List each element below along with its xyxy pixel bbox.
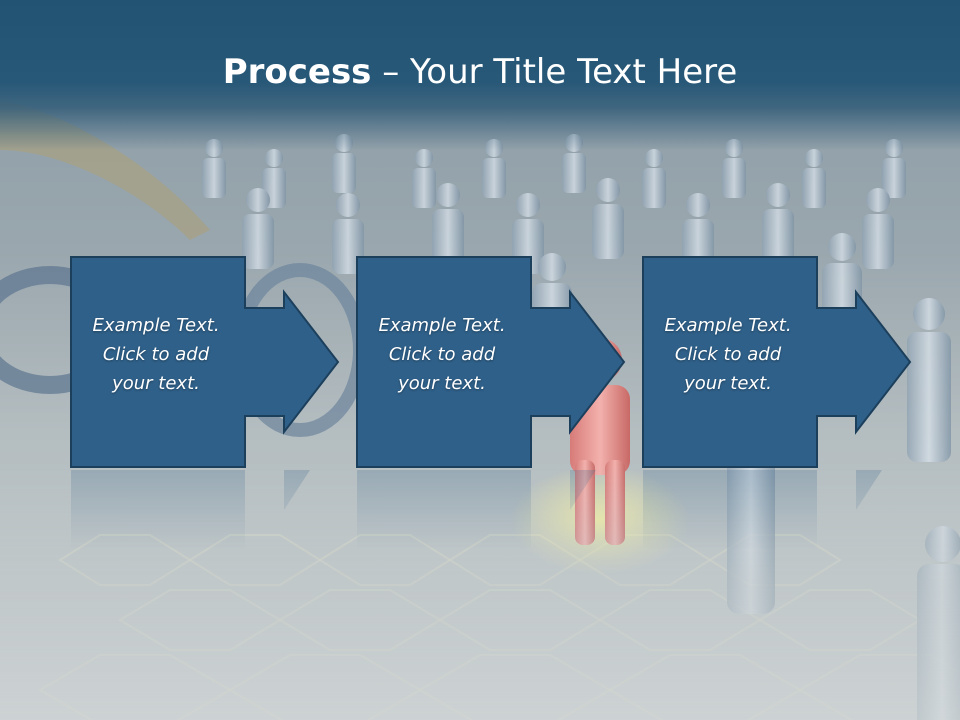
title-bold: Process xyxy=(222,52,372,92)
step-arrow-shape xyxy=(70,256,340,468)
slide-title[interactable]: Process – Your Title Text Here xyxy=(0,52,960,92)
title-bar: Process – Your Title Text Here xyxy=(0,0,960,150)
process-step-2[interactable]: Example Text. Click to add your text. xyxy=(356,256,626,468)
step-text-line: your text. xyxy=(684,373,772,394)
step-text-line: Click to add xyxy=(388,344,496,365)
step-text[interactable]: Example Text. Click to add your text. xyxy=(356,311,528,398)
step-text-line: your text. xyxy=(112,373,200,394)
process-step-3[interactable]: Example Text. Click to add your text. xyxy=(642,256,912,468)
step-text[interactable]: Example Text. Click to add your text. xyxy=(70,311,242,398)
step-text-line: Click to add xyxy=(674,344,782,365)
step-text-line: your text. xyxy=(398,373,486,394)
step-reflection xyxy=(70,470,340,550)
step-text-line: Click to add xyxy=(102,344,210,365)
step-reflection xyxy=(642,470,912,550)
step-text-line: Example Text. xyxy=(664,315,792,336)
step-text[interactable]: Example Text. Click to add your text. xyxy=(642,311,814,398)
title-rest: – Your Title Text Here xyxy=(371,52,738,92)
step-reflection xyxy=(356,470,626,550)
step-text-line: Example Text. xyxy=(378,315,506,336)
step-text-line: Example Text. xyxy=(92,315,220,336)
process-step-1[interactable]: Example Text. Click to add your text. xyxy=(70,256,340,468)
step-arrow-shape xyxy=(356,256,626,468)
step-arrow-shape xyxy=(642,256,912,468)
